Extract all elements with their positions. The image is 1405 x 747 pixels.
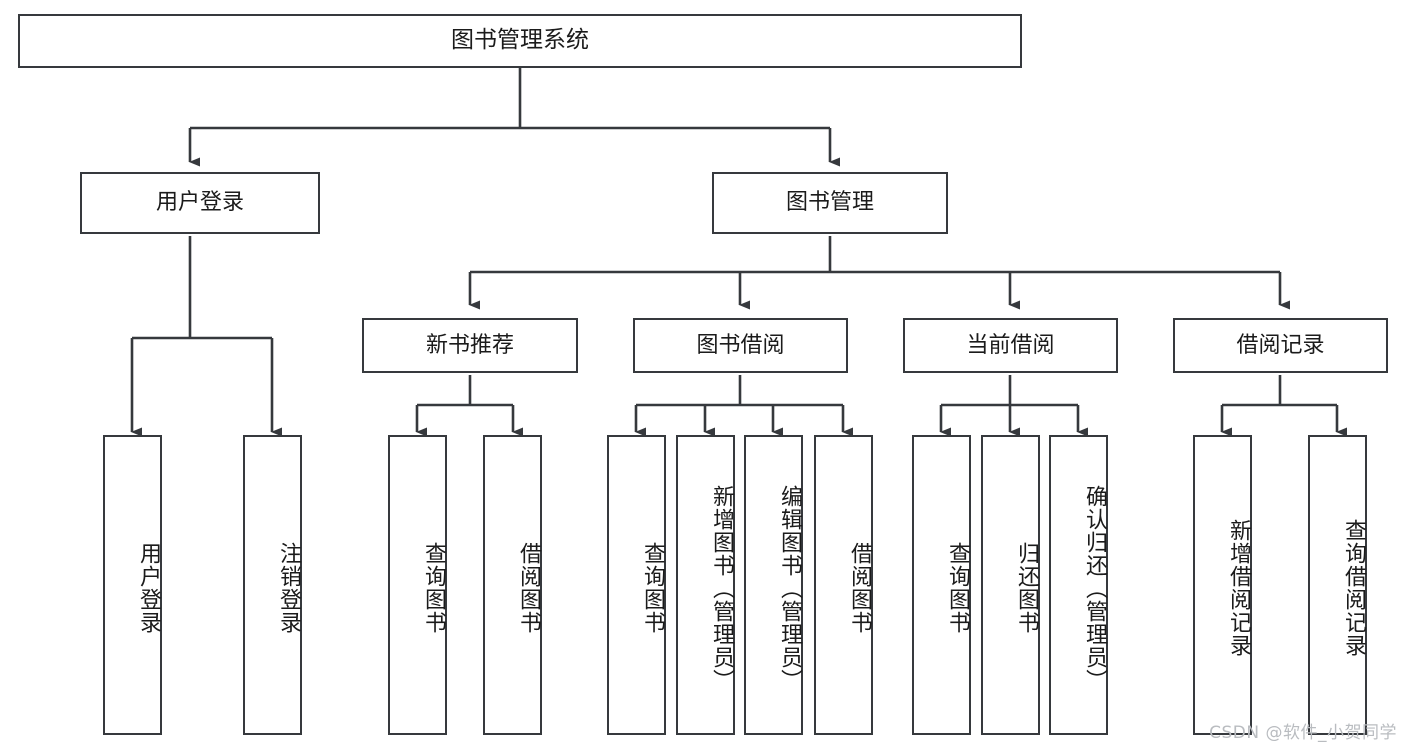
node-label: 借阅记录 xyxy=(1236,332,1325,358)
node-label: 用户登录 xyxy=(136,542,161,634)
leaf-recommend-borrow-book[interactable]: 借阅图书 xyxy=(483,435,542,735)
node-label: 查询图书 xyxy=(640,542,665,634)
node-current-borrow[interactable]: 当前借阅 xyxy=(903,318,1118,373)
leaf-record-query-record[interactable]: 查询借阅记录 xyxy=(1308,435,1367,735)
node-label: 归还图书 xyxy=(1014,542,1039,634)
node-label: 编辑图书（管理员） xyxy=(777,484,802,692)
node-label: 图书管理 xyxy=(785,190,874,216)
leaf-current-return-book[interactable]: 归还图书 xyxy=(981,435,1040,735)
node-label: 新书推荐 xyxy=(425,332,514,358)
node-label: 确认归还（管理员） xyxy=(1082,484,1107,692)
node-root-system[interactable]: 图书管理系统 xyxy=(18,14,1022,68)
node-book-management[interactable]: 图书管理 xyxy=(712,172,948,234)
leaf-borrow-query-book[interactable]: 查询图书 xyxy=(607,435,666,735)
leaf-borrow-add-book-admin[interactable]: 新增图书（管理员） xyxy=(676,435,735,735)
node-label: 查询借阅记录 xyxy=(1341,519,1366,657)
node-label: 查询图书 xyxy=(945,542,970,634)
leaf-user-login-logout[interactable]: 注销登录 xyxy=(243,435,302,735)
csdn-watermark: CSDN @软件_小贺同学 xyxy=(1209,723,1397,743)
node-borrow-record[interactable]: 借阅记录 xyxy=(1173,318,1388,373)
node-label: 借阅图书 xyxy=(847,542,872,634)
node-label: 查询图书 xyxy=(421,542,446,634)
node-label: 新增图书（管理员） xyxy=(709,484,734,692)
node-label: 当前借阅 xyxy=(966,332,1055,358)
leaf-record-add-record[interactable]: 新增借阅记录 xyxy=(1193,435,1252,735)
node-book-borrow[interactable]: 图书借阅 xyxy=(633,318,848,373)
node-user-login[interactable]: 用户登录 xyxy=(80,172,320,234)
leaf-current-confirm-return-admin[interactable]: 确认归还（管理员） xyxy=(1049,435,1108,735)
leaf-user-login-login[interactable]: 用户登录 xyxy=(103,435,162,735)
node-label: 图书管理系统 xyxy=(451,27,589,54)
node-label: 图书借阅 xyxy=(696,332,785,358)
node-label: 新增借阅记录 xyxy=(1226,519,1251,657)
node-label: 注销登录 xyxy=(276,542,301,634)
leaf-recommend-query-book[interactable]: 查询图书 xyxy=(388,435,447,735)
leaf-borrow-borrow-book[interactable]: 借阅图书 xyxy=(814,435,873,735)
leaf-current-query-book[interactable]: 查询图书 xyxy=(912,435,971,735)
node-label: 借阅图书 xyxy=(516,542,541,634)
node-new-book-recommend[interactable]: 新书推荐 xyxy=(362,318,578,373)
node-label: 用户登录 xyxy=(155,190,244,216)
leaf-borrow-edit-book-admin[interactable]: 编辑图书（管理员） xyxy=(744,435,803,735)
